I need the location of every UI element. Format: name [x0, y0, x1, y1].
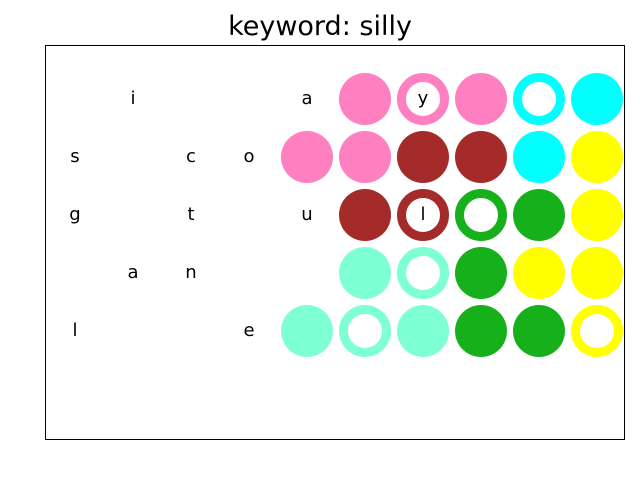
filled-disc [571, 189, 623, 241]
board-cell[interactable] [394, 302, 452, 360]
cell-letter: y [417, 88, 429, 109]
board-cell[interactable] [568, 70, 626, 128]
board-cell[interactable]: n [162, 244, 220, 302]
cell-letter: t [187, 204, 195, 225]
board-cell[interactable]: l [46, 302, 104, 360]
board-cell[interactable] [336, 128, 394, 186]
page-title: keyword: silly [228, 11, 412, 42]
filled-disc [571, 247, 623, 299]
filled-disc [339, 131, 391, 183]
board-cell[interactable] [452, 186, 510, 244]
board-cell[interactable] [278, 128, 336, 186]
board-cell[interactable] [394, 244, 452, 302]
board-cell[interactable] [510, 186, 568, 244]
filled-disc [455, 305, 507, 357]
board-cell[interactable] [568, 186, 626, 244]
board-cell[interactable]: i [104, 70, 162, 128]
board-cell[interactable]: a [104, 244, 162, 302]
board-cell[interactable] [510, 70, 568, 128]
filled-disc [513, 305, 565, 357]
board-cell[interactable] [336, 70, 394, 128]
ring-disc [571, 305, 623, 357]
cell-letter: o [243, 146, 255, 167]
filled-disc [513, 247, 565, 299]
cell-letter: l [420, 204, 426, 225]
filled-disc [455, 73, 507, 125]
ring-disc [455, 189, 507, 241]
filled-disc [571, 131, 623, 183]
board-cell[interactable] [394, 128, 452, 186]
cell-letter: u [301, 204, 313, 225]
ring-disc [339, 305, 391, 357]
board-cell[interactable]: g [46, 186, 104, 244]
filled-disc [339, 247, 391, 299]
filled-disc [339, 73, 391, 125]
filled-disc [571, 73, 623, 125]
filled-disc [513, 189, 565, 241]
cell-letter: i [130, 88, 136, 109]
cell-letter: l [72, 320, 78, 341]
filled-disc [339, 189, 391, 241]
board-cell[interactable] [510, 244, 568, 302]
board-cell[interactable]: e [220, 302, 278, 360]
ring-disc [397, 73, 449, 125]
board-cell[interactable]: y [394, 70, 452, 128]
board-cell[interactable] [336, 186, 394, 244]
cell-letter: s [70, 146, 80, 167]
board-cell[interactable] [510, 128, 568, 186]
cell-letter: c [186, 146, 196, 167]
filled-disc [397, 305, 449, 357]
board-cell[interactable] [278, 302, 336, 360]
board-cell[interactable] [510, 302, 568, 360]
board-cell[interactable] [452, 128, 510, 186]
board-cell[interactable] [568, 302, 626, 360]
board-cell[interactable] [452, 302, 510, 360]
board-cell[interactable] [336, 302, 394, 360]
board-cell[interactable]: l [394, 186, 452, 244]
cell-letter: e [243, 320, 255, 341]
board-cell[interactable] [452, 244, 510, 302]
board-cell[interactable] [568, 244, 626, 302]
board-cell[interactable]: a [278, 70, 336, 128]
cell-letter: n [185, 262, 197, 283]
ring-disc [397, 189, 449, 241]
filled-disc [397, 131, 449, 183]
filled-disc [513, 131, 565, 183]
filled-disc [455, 247, 507, 299]
cell-letter: g [69, 204, 81, 225]
board-cell[interactable] [452, 70, 510, 128]
filled-disc [281, 305, 333, 357]
board-cell[interactable]: o [220, 128, 278, 186]
board-cell[interactable]: s [46, 128, 104, 186]
board-cell[interactable]: u [278, 186, 336, 244]
board-cell[interactable] [568, 128, 626, 186]
filled-disc [455, 131, 507, 183]
board-cell[interactable]: c [162, 128, 220, 186]
cell-letter: a [127, 262, 139, 283]
board-cell[interactable] [336, 244, 394, 302]
filled-disc [281, 131, 333, 183]
game-board: i a y s c o g t u l a n l e [45, 45, 625, 440]
cell-letter: a [301, 88, 313, 109]
board-cell[interactable]: t [162, 186, 220, 244]
ring-disc [397, 247, 449, 299]
ring-disc [513, 73, 565, 125]
